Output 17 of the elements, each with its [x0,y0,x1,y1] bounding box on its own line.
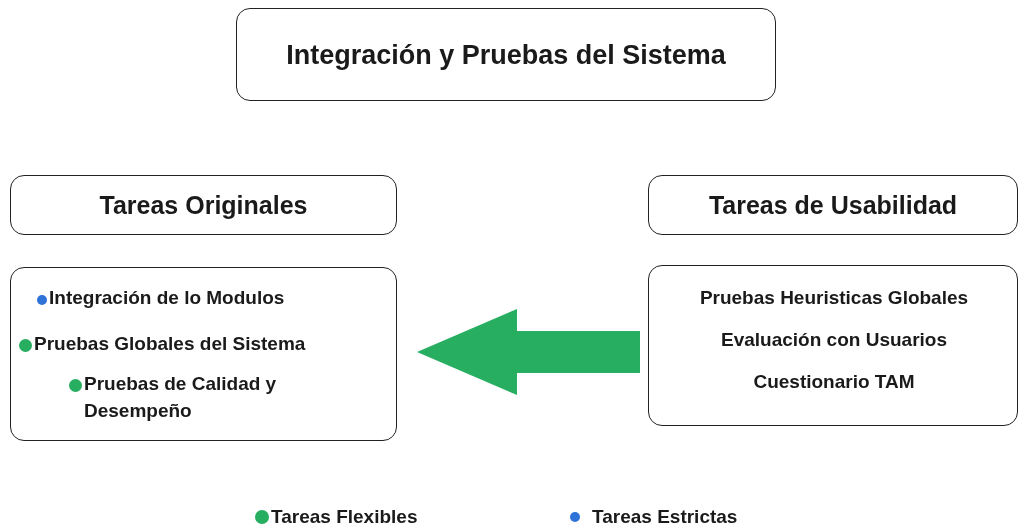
heading-text: Tareas de Usabilidad [707,190,959,220]
list-item-text: Pruebas Heuristicas Globales [699,286,969,310]
legend-text: Tareas Flexibles [271,506,418,528]
list-item-text: Cuestionario TAM [753,370,915,394]
list-box [10,267,397,441]
list-box [648,265,1018,426]
list-item-text: Evaluación con Usuarios [721,328,947,352]
list-item-text: Integración de lo Modulos [49,286,285,310]
heading-box [648,175,1018,235]
heading-text: Integración y Pruebas del Sistema [285,39,727,70]
list-item-text: Pruebas de Calidad y Desempeño [84,372,278,423]
heading-text: Tareas Originales [98,190,309,220]
title-box [236,8,776,101]
block-arrow [417,309,640,395]
list-item-text: Pruebas Globales del Sistema [34,332,306,356]
heading-box [10,175,397,235]
legend-text: Tareas Estrictas [592,506,738,528]
